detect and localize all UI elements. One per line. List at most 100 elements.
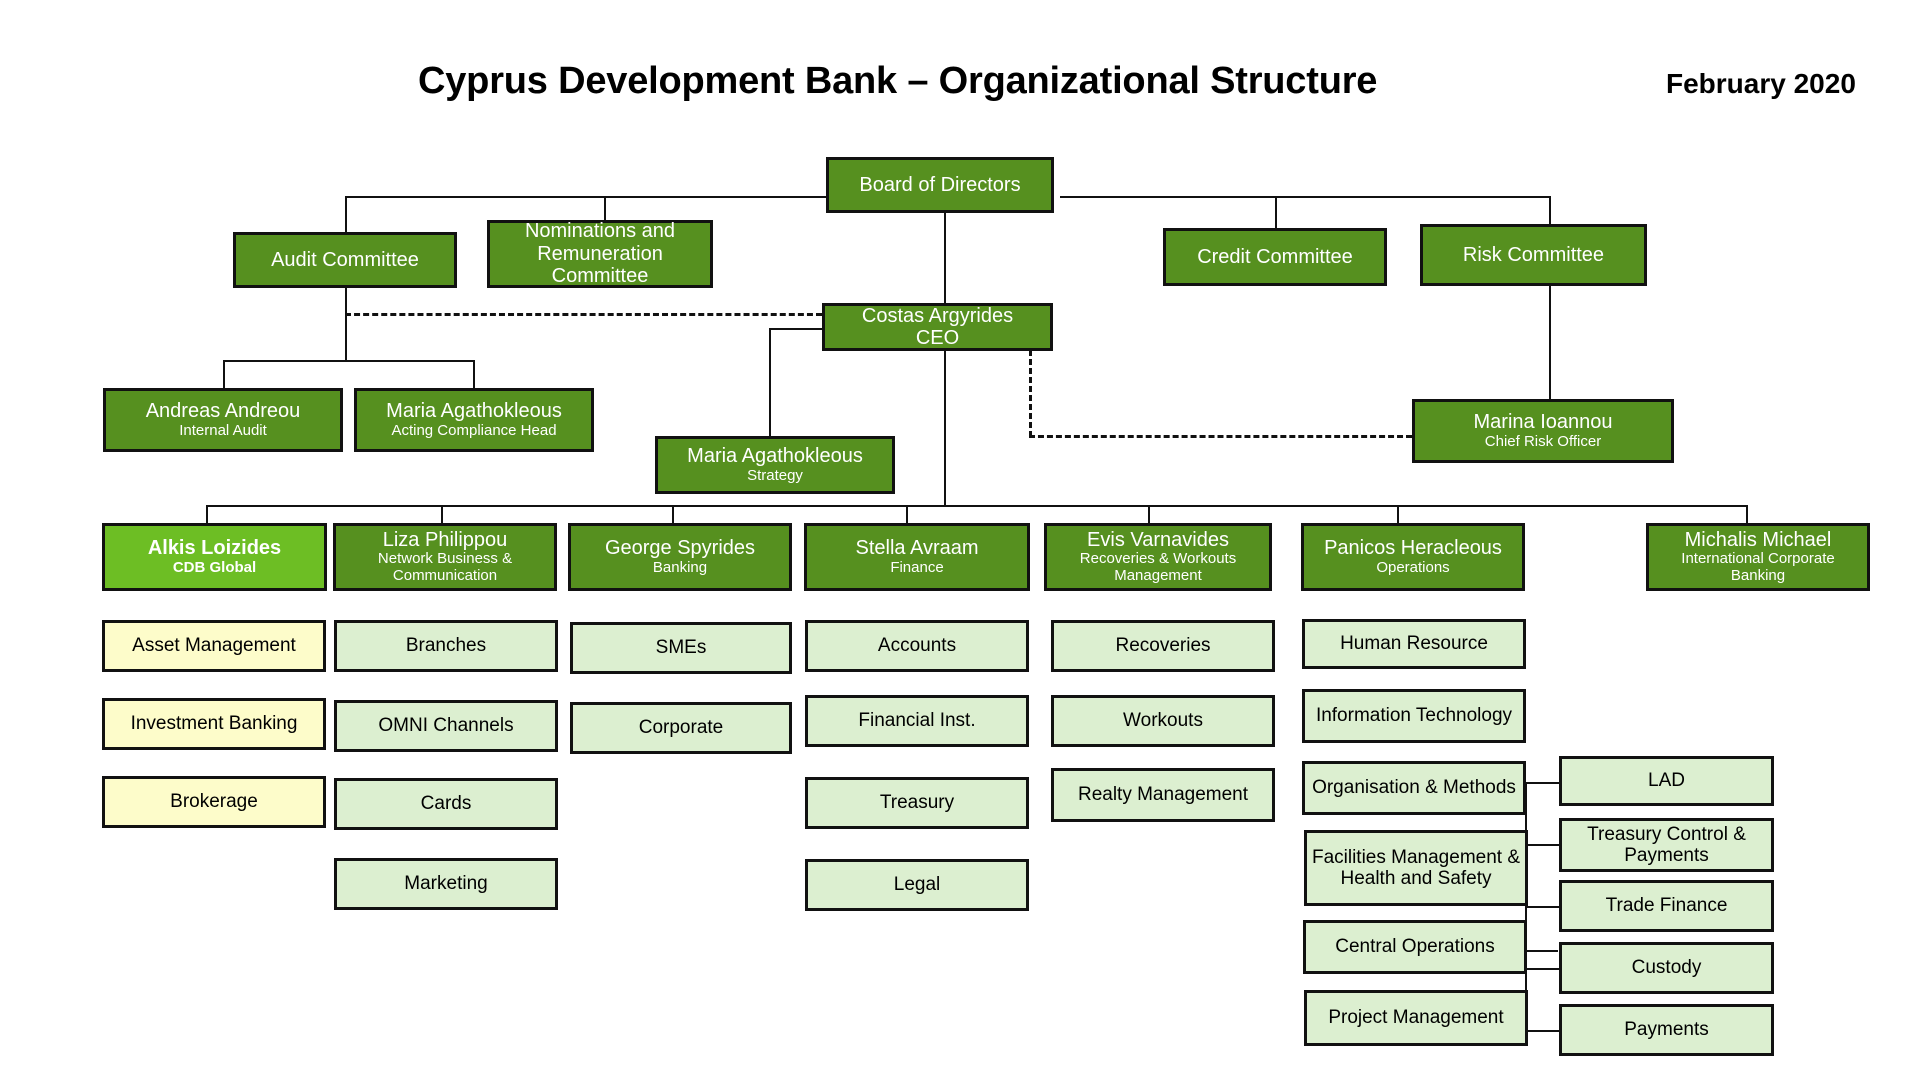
node-department-workouts[interactable]: Workouts <box>1051 695 1275 747</box>
connector-centralops-custody <box>1525 968 1561 970</box>
node-division-network-business[interactable]: Liza Philippou Network Business & Commun… <box>333 523 557 591</box>
node-name: Michalis Michael <box>1684 529 1832 551</box>
node-department-omni-channels[interactable]: OMNI Channels <box>334 700 558 752</box>
node-role: Network Business & Communication <box>377 550 513 585</box>
node-title: LAD <box>1648 770 1685 792</box>
node-board-of-directors[interactable]: Board of Directors <box>826 157 1054 213</box>
node-department-recoveries[interactable]: Recoveries <box>1051 620 1275 672</box>
node-title: Human Resource <box>1340 633 1488 655</box>
node-division-operations[interactable]: Panicos Heracleous Operations <box>1301 523 1525 591</box>
node-title: Custody <box>1631 957 1702 979</box>
node-chief-risk-officer[interactable]: Marina Ioannou Chief Risk Officer <box>1412 399 1674 463</box>
node-unit-payments[interactable]: Payments <box>1559 1004 1774 1056</box>
node-department-branches[interactable]: Branches <box>334 620 558 672</box>
node-title: Accounts <box>877 635 957 657</box>
connector-drop-div-1 <box>206 505 208 523</box>
node-department-corporate[interactable]: Corporate <box>570 702 792 754</box>
node-department-human-resource[interactable]: Human Resource <box>1302 619 1526 669</box>
node-department-asset-management[interactable]: Asset Management <box>102 620 326 672</box>
node-unit-custody[interactable]: Custody <box>1559 942 1774 994</box>
node-name: Maria Agathokleous <box>386 400 562 423</box>
connector-dashed-ceo-cro-h <box>1029 435 1412 438</box>
node-role: International Corporate Banking <box>1681 550 1835 585</box>
node-role: Internal Audit <box>179 421 267 439</box>
node-title: Risk Committee <box>1462 243 1605 266</box>
connector-audit-down <box>345 288 347 362</box>
node-department-smes[interactable]: SMEs <box>570 622 792 674</box>
node-role: Finance <box>890 558 944 576</box>
node-risk-committee[interactable]: Risk Committee <box>1420 224 1647 286</box>
connector-drop-div-6 <box>1397 505 1399 523</box>
node-title: OMNI Channels <box>378 715 514 737</box>
node-title: Legal <box>893 874 941 896</box>
node-division-banking[interactable]: George Spyrides Banking <box>568 523 792 591</box>
node-department-treasury[interactable]: Treasury <box>805 777 1029 829</box>
node-title: Workouts <box>1123 710 1203 732</box>
node-role: Recoveries & Workouts Management <box>1079 550 1237 585</box>
node-credit-committee[interactable]: Credit Committee <box>1163 228 1387 286</box>
node-department-cards[interactable]: Cards <box>334 778 558 830</box>
node-name: George Spyrides <box>604 537 756 560</box>
node-title: Information Technology <box>1315 705 1513 727</box>
node-division-recoveries-workouts[interactable]: Evis Varnavides Recoveries & Workouts Ma… <box>1044 523 1272 591</box>
connector-dashed-ceo-cro-v <box>1029 350 1032 437</box>
node-name: Marina Ioannou <box>1473 411 1613 434</box>
node-title: Facilities Management & Health and Safet… <box>1311 846 1521 889</box>
connector-drop-audit <box>345 196 347 232</box>
connector-ceo-strategy-v <box>769 328 771 436</box>
connector-centralops-out <box>1525 950 1558 952</box>
node-department-legal[interactable]: Legal <box>805 859 1029 911</box>
node-name: Alkis Loizides <box>147 537 282 560</box>
chart-date-label: February 2020 <box>1666 68 1856 99</box>
connector-board-to-ceo <box>944 213 946 303</box>
node-compliance[interactable]: Maria Agathokleous Acting Compliance Hea… <box>354 388 594 452</box>
node-name: Liza Philippou <box>382 529 508 551</box>
node-title: Organisation & Methods <box>1312 777 1516 799</box>
node-title: Marketing <box>404 873 488 895</box>
node-unit-treasury-control-payments[interactable]: Treasury Control & Payments <box>1559 818 1774 872</box>
node-division-cdb-global[interactable]: Alkis Loizides CDB Global <box>102 523 327 591</box>
connector-drop-div-3 <box>672 505 674 523</box>
node-audit-committee[interactable]: Audit Committee <box>233 232 457 288</box>
node-role: Strategy <box>747 466 803 484</box>
node-department-organisation-methods[interactable]: Organisation & Methods <box>1302 761 1526 815</box>
connector-centralops-payments <box>1525 1030 1561 1032</box>
node-title: Trade Finance <box>1605 895 1728 917</box>
node-department-investment-banking[interactable]: Investment Banking <box>102 698 326 750</box>
connector-drop-div-4 <box>906 505 908 523</box>
node-department-project-management[interactable]: Project Management <box>1304 990 1528 1046</box>
node-title: Audit Committee <box>271 248 419 271</box>
node-division-finance[interactable]: Stella Avraam Finance <box>804 523 1030 591</box>
node-internal-audit[interactable]: Andreas Andreou Internal Audit <box>103 388 343 452</box>
node-department-information-technology[interactable]: Information Technology <box>1302 689 1526 743</box>
node-nominations-remuneration-committee[interactable]: Nominations and Remuneration Committee <box>487 220 713 288</box>
connector-audit-subbus <box>223 360 475 362</box>
node-title: SMEs <box>655 637 707 659</box>
node-department-brokerage[interactable]: Brokerage <box>102 776 326 828</box>
node-title: Branches <box>405 635 487 657</box>
connector-drop-credit <box>1275 196 1277 228</box>
node-division-international-corporate-banking[interactable]: Michalis Michael International Corporate… <box>1646 523 1870 591</box>
connector-drop-div-5 <box>1148 505 1150 523</box>
node-title: Recoveries <box>1115 635 1211 657</box>
node-title: Corporate <box>638 717 724 739</box>
node-unit-trade-finance[interactable]: Trade Finance <box>1559 880 1774 932</box>
node-department-realty-management[interactable]: Realty Management <box>1051 768 1275 822</box>
node-department-accounts[interactable]: Accounts <box>805 620 1029 672</box>
node-unit-lad[interactable]: LAD <box>1559 756 1774 806</box>
connector-division-bus <box>206 505 1748 507</box>
connector-ceo-to-divisions <box>944 350 946 506</box>
node-name: Stella Avraam <box>855 537 979 560</box>
node-name: Andreas Andreou <box>145 400 301 423</box>
node-department-central-operations[interactable]: Central Operations <box>1303 920 1527 974</box>
node-department-financial-inst[interactable]: Financial Inst. <box>805 695 1029 747</box>
connector-board-bus-left <box>345 196 827 198</box>
connector-centralops-lad <box>1525 782 1561 784</box>
node-department-facilities-management[interactable]: Facilities Management & Health and Safet… <box>1304 830 1528 906</box>
node-department-marketing[interactable]: Marketing <box>334 858 558 910</box>
node-title: Asset Management <box>132 635 296 657</box>
node-strategy[interactable]: Maria Agathokleous Strategy <box>655 436 895 494</box>
node-title: Treasury Control & Payments <box>1587 823 1746 866</box>
node-ceo[interactable]: Costas Argyrides CEO <box>822 303 1053 351</box>
connector-dashed-audit-ceo <box>345 313 822 316</box>
